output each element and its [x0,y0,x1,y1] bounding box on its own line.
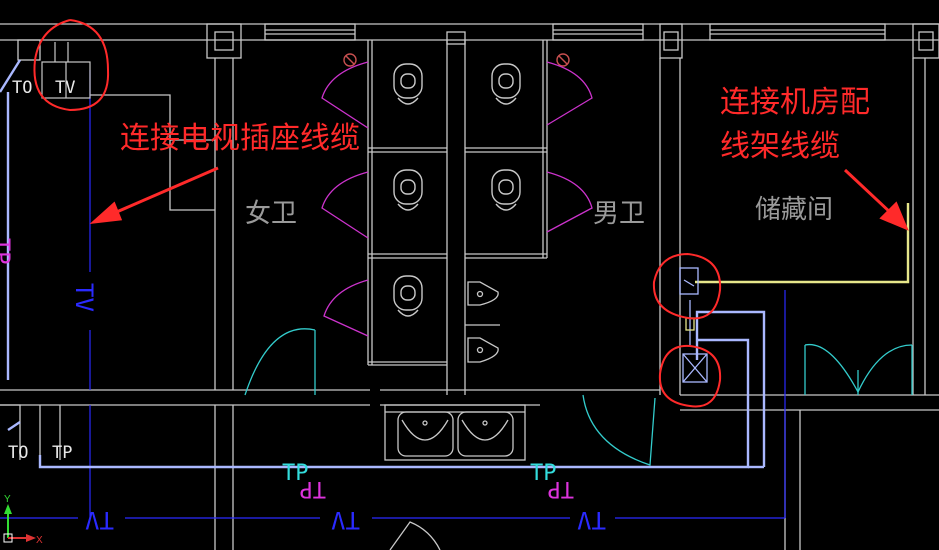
axis-y-label: Y [4,494,11,505]
entry-doors [244,328,913,466]
toilet-stalls [367,31,548,395]
arrow-head-right [879,201,909,231]
tv-cable-label-bottom-2: TV [331,506,360,534]
markup-circle-rack-bottom [658,344,722,408]
distribution-rack [679,267,708,383]
toilet-1 [393,63,423,105]
annotation-rack-cable-line2: 线架线缆 [720,129,840,164]
red-arrows [89,166,909,231]
tp-label-right-magenta: TP [548,476,575,501]
arrow-rack [843,168,894,216]
floor-drains [343,53,570,67]
markup-circle-tv-socket [33,19,110,112]
outlet-tag-to-top: TO [12,78,32,98]
tp-label-left-cyan: TP [282,461,309,486]
toilet-3 [393,169,423,211]
ucs-axis-icon: Y X [3,494,43,546]
tp-label-left-magenta: TP [300,476,327,501]
tp-label-side: TP [0,238,13,265]
tv-cable-run [0,70,786,519]
annotation-tv-socket-cable: 连接电视插座线缆 [120,121,360,156]
outlet-box-top-left [41,42,91,99]
room-label-womens: 女卫 [245,199,297,229]
building-walls [0,23,939,550]
washbasins [397,411,514,457]
corridor-door [389,521,441,550]
arrow-tv-socket [111,166,219,216]
urinals [467,281,499,363]
squat-toilets [393,63,521,317]
room-label-storage: 储藏间 [755,195,833,225]
toilet-2 [491,63,521,105]
tv-cable-label-bottom-3: TV [577,506,606,534]
outlet-tag-tp-bottom: TP [52,443,72,463]
axis-x-label: X [36,535,43,546]
outlet-tag-tv-top: TV [55,78,75,98]
toilet-4 [491,169,521,211]
toilet-5 [393,275,423,317]
tv-cable-label-vertical: TV [70,283,98,312]
annotation-rack-cable-line1: 连接机房配 [720,85,870,120]
stall-door-swings [321,61,593,337]
room-label-mens: 男卫 [593,199,645,229]
outlet-tag-to-bottom: TO [8,443,28,463]
red-markup-circles [33,19,722,408]
tp-label-right-cyan: TP [530,461,557,486]
arrow-head-left [89,201,123,225]
tp-cable-run [0,59,766,469]
tv-cable-label-bottom-1: TV [85,506,114,534]
markup-circle-rack-top [652,253,722,320]
